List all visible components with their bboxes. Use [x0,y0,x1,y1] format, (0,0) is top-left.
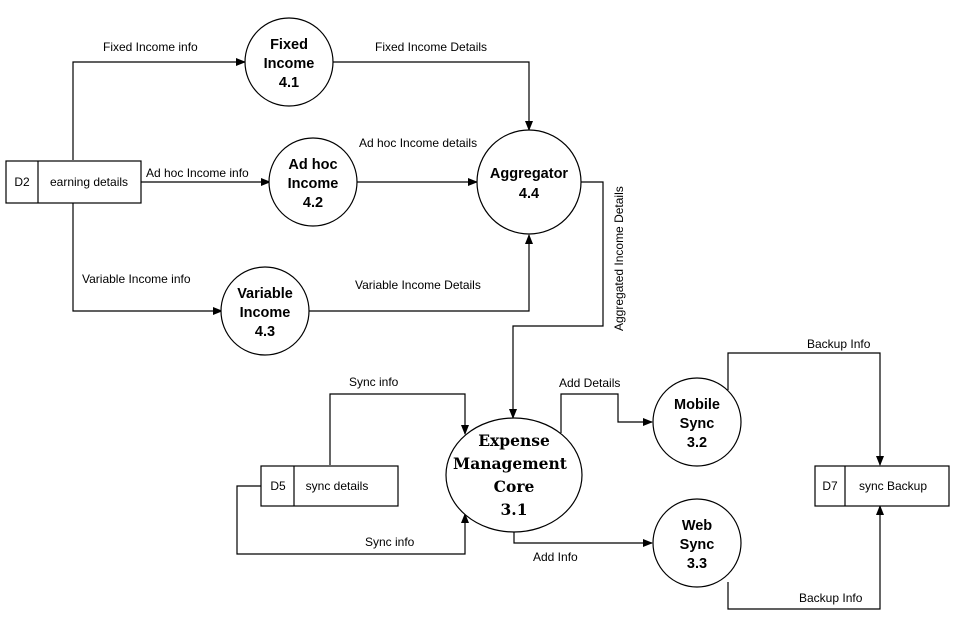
process-variable-income[interactable]: Variable Income 4.3 [220,266,310,356]
label-sync-info-in: Sync info [365,535,415,549]
process-core-line-2: Management [453,454,568,473]
store-name-earning-details: earning details [50,175,128,189]
store-name-sync-backup: sync Backup [859,479,927,493]
flow-add-info [513,532,653,547]
flow-aggregated-income-details [509,181,604,419]
label-fixed-income-info: Fixed Income info [103,40,198,54]
flow-backup-info-mobile [727,352,884,466]
label-adhoc-income-info: Ad hoc Income info [146,166,249,180]
flow-fixed-income-details [333,61,533,131]
process-aggregator[interactable]: Aggregator 4.4 [476,129,582,235]
process-fixed-income-line-2: Income [264,56,315,72]
process-mobile-sync-line-3: 3.2 [687,435,707,451]
flow-sync-info-in [236,485,469,555]
process-web-sync[interactable]: Web Sync 3.3 [652,498,742,588]
process-web-sync-line-2: Sync [680,537,715,553]
flow-variable-income-details [309,234,533,312]
process-fixed-income-line-1: Fixed [270,37,308,53]
process-aggregator-line-2: 4.4 [519,186,539,202]
process-fixed-income-line-3: 4.1 [279,75,299,91]
process-fixed-income[interactable]: Fixed Income 4.1 [244,17,334,107]
process-adhoc-income-line-3: 4.2 [303,195,323,211]
process-web-sync-line-3: 3.3 [687,556,707,572]
data-store-sync-backup[interactable]: D7 sync Backup [814,465,950,507]
process-mobile-sync[interactable]: Mobile Sync 3.2 [652,377,742,467]
process-variable-income-line-1: Variable [237,286,293,302]
data-store-earning-details[interactable]: D2 earning details [5,160,142,204]
label-backup-info-mobile: Backup Info [807,337,871,351]
process-aggregator-line-1: Aggregator [490,166,569,182]
process-mobile-sync-line-1: Mobile [674,397,720,413]
store-id-d7: D7 [822,479,838,493]
process-adhoc-income-line-1: Ad hoc [288,157,337,173]
process-expense-management-core[interactable]: Expense Management Core 3.1 [445,417,583,533]
process-adhoc-income-line-2: Income [288,176,339,192]
store-name-sync-details: sync details [306,479,369,493]
label-aggregated-income-details: Aggregated Income Details [612,186,626,331]
flow-fixed-income-info [72,58,246,160]
process-variable-income-line-3: 4.3 [255,324,275,340]
process-core-line-3: Core [494,477,535,496]
store-id-d2: D2 [14,175,30,189]
flow-add-details [560,393,653,433]
label-adhoc-income-details: Ad hoc Income details [359,136,477,150]
label-add-details: Add Details [559,376,620,390]
process-core-line-1: Expense [478,431,550,450]
process-core-line-4: 3.1 [501,500,528,519]
flow-sync-info-out [329,393,469,465]
label-add-info: Add Info [533,550,578,564]
label-backup-info-web: Backup Info [799,591,863,605]
label-sync-info-out: Sync info [349,375,399,389]
process-mobile-sync-line-2: Sync [680,416,715,432]
label-fixed-income-details: Fixed Income Details [375,40,487,54]
label-variable-income-info: Variable Income info [82,272,191,286]
flow-variable-income-info [72,203,223,315]
store-id-d5: D5 [270,479,286,493]
process-variable-income-line-2: Income [240,305,291,321]
process-adhoc-income[interactable]: Ad hoc Income 4.2 [268,137,358,227]
process-web-sync-line-1: Web [682,518,712,534]
label-variable-income-details: Variable Income Details [355,278,481,292]
flow-backup-info-web [727,505,884,610]
data-store-sync-details[interactable]: D5 sync details [260,465,399,507]
